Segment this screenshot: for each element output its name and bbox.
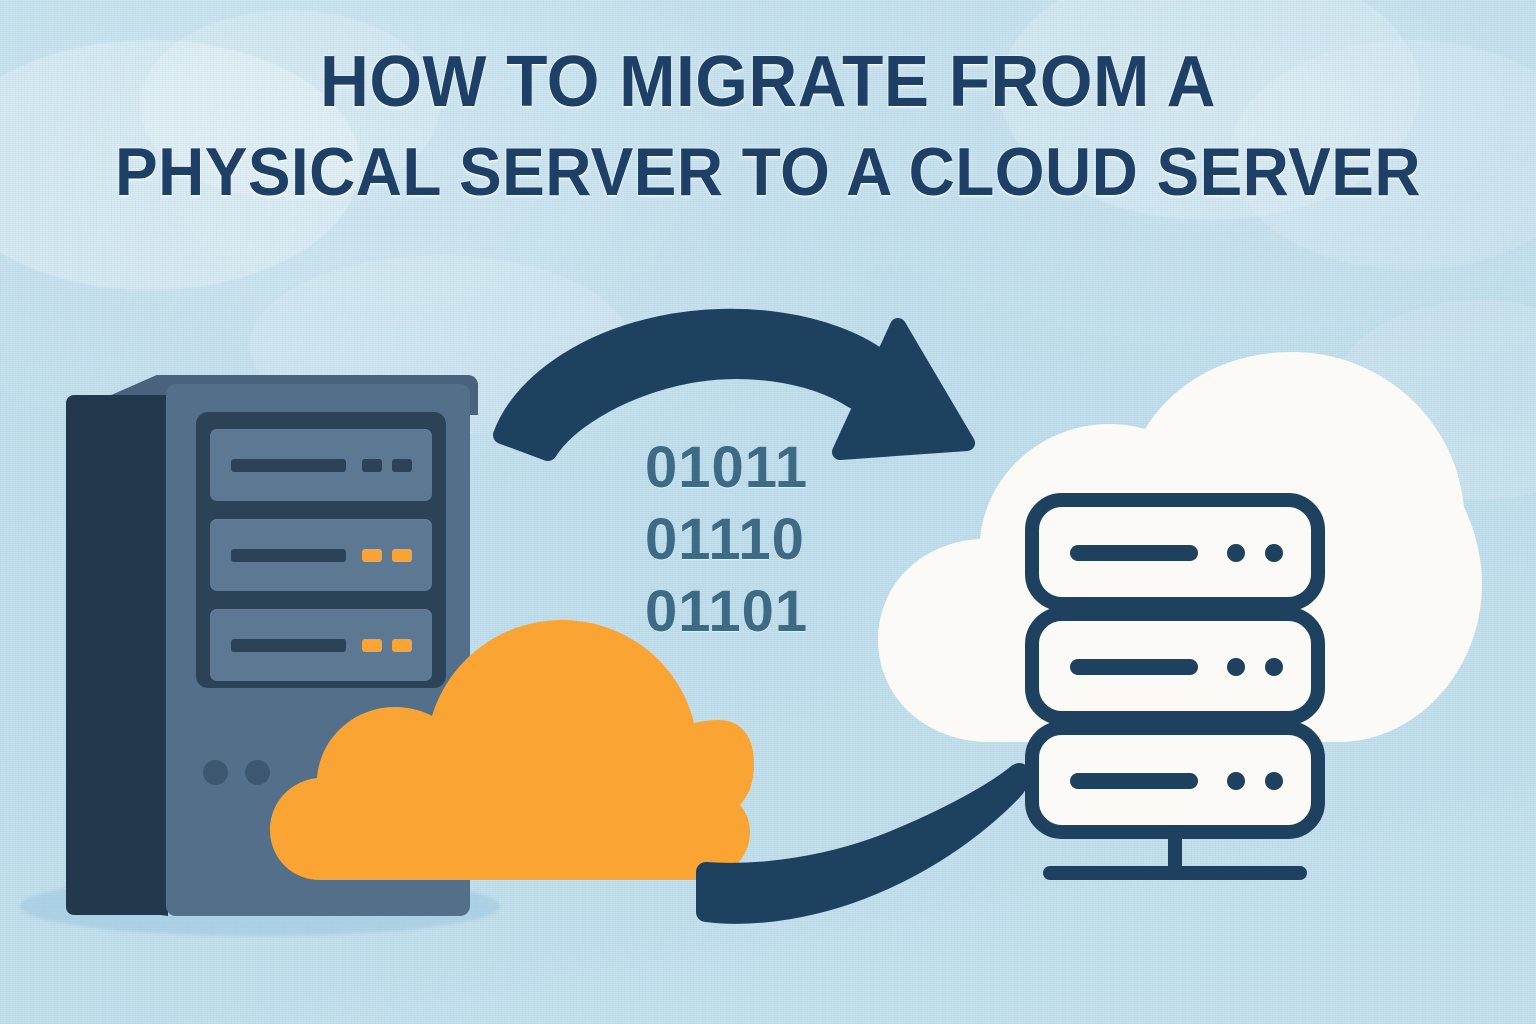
rack-unit-1-dot-1 — [1227, 544, 1245, 562]
drive-bay-1-led-1 — [362, 459, 382, 472]
rack-unit-2-dot-1 — [1227, 658, 1245, 676]
cloud-server-rack-icon — [1025, 493, 1325, 880]
rack-unit-2-slot — [1070, 659, 1198, 675]
background-cloud-2 — [140, 10, 440, 200]
title-line-2: PHYSICAL SERVER TO A CLOUD SERVER — [114, 134, 1422, 210]
background-cloud-1 — [0, 40, 360, 290]
banner-title: HOW TO MIGRATE FROM A PHYSICAL SERVER TO… — [0, 46, 1536, 206]
rack-unit-2-dot-2 — [1265, 658, 1283, 676]
binary-line-1: 01011 — [645, 435, 809, 500]
background-cloud-4 — [1000, 0, 1420, 220]
binary-data-stream: 01011 01110 01101 — [645, 432, 808, 648]
rack-unit-3-dot-2 — [1265, 772, 1283, 790]
binary-line-3: 01101 — [645, 579, 809, 644]
background-cloud-5 — [1230, 40, 1536, 270]
migration-swoosh — [696, 763, 1031, 924]
rack-unit-3-slot — [1070, 773, 1198, 789]
binary-line-2: 01110 — [645, 507, 805, 572]
migration-arrow-right — [493, 308, 975, 461]
drive-bay-3-slot — [231, 639, 346, 652]
rack-unit-3-dot-1 — [1227, 772, 1245, 790]
tower-reset-button — [245, 760, 270, 785]
drive-bay-1 — [210, 429, 432, 501]
drive-bay-3 — [210, 609, 432, 681]
drive-bay-2-slot — [231, 549, 346, 562]
drive-bay-2-led-1 — [362, 549, 382, 562]
title-line-1: HOW TO MIGRATE FROM A — [320, 42, 1216, 122]
rack-unit-1-slot — [1070, 545, 1198, 561]
rack-unit-1-dot-2 — [1265, 544, 1283, 562]
drive-bay-2-led-2 — [392, 549, 412, 562]
tower-side-face — [66, 395, 168, 915]
orange-cloud — [270, 620, 754, 880]
drive-bay-1-slot — [231, 459, 346, 472]
drive-bay-2 — [210, 519, 432, 591]
drive-bay-1-led-2 — [392, 459, 412, 472]
drive-bay-3-led-2 — [392, 639, 412, 652]
drive-bay-3-led-1 — [362, 639, 382, 652]
tower-power-button — [203, 760, 228, 785]
